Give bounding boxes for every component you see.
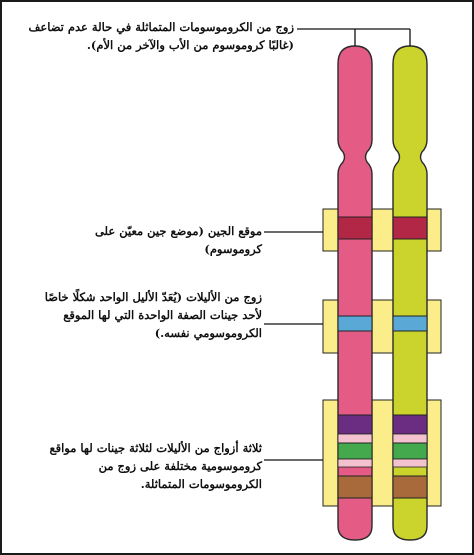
green-allele-band — [393, 316, 427, 331]
pink-gene-locus-band — [338, 217, 372, 239]
green-gene-locus-band — [393, 217, 427, 239]
pink-light-band-1 — [338, 434, 372, 443]
homologous-pair-bracket — [297, 29, 410, 46]
green-light-band-1 — [393, 434, 427, 443]
pink-green-band — [338, 443, 372, 459]
green-green-band — [393, 443, 427, 459]
paternal-chromosome — [393, 46, 427, 540]
green-light-band-2 — [393, 459, 427, 467]
pink-allele-band — [338, 316, 372, 331]
gene-locus-label: موقع الجين (موضع جين معيّن على كروموسوم) — [42, 223, 262, 259]
maternal-chromosome — [338, 46, 372, 540]
green-purple-band — [393, 415, 427, 434]
green-brown-band — [393, 476, 427, 498]
three-allele-pairs-label: ثلاثة أزواج من الأليلات لثلاثة جينات لها… — [34, 440, 262, 493]
pink-brown-band — [338, 476, 372, 498]
allele-pair-label: زوج من الأليلات (يُعَدّ الأليل الواحد شك… — [24, 289, 262, 342]
pink-light-band-2 — [338, 459, 372, 467]
homologous-pair-label: زوج من الكروموسومات المتماثلة في حالة عد… — [20, 19, 294, 55]
pink-purple-band — [338, 415, 372, 434]
